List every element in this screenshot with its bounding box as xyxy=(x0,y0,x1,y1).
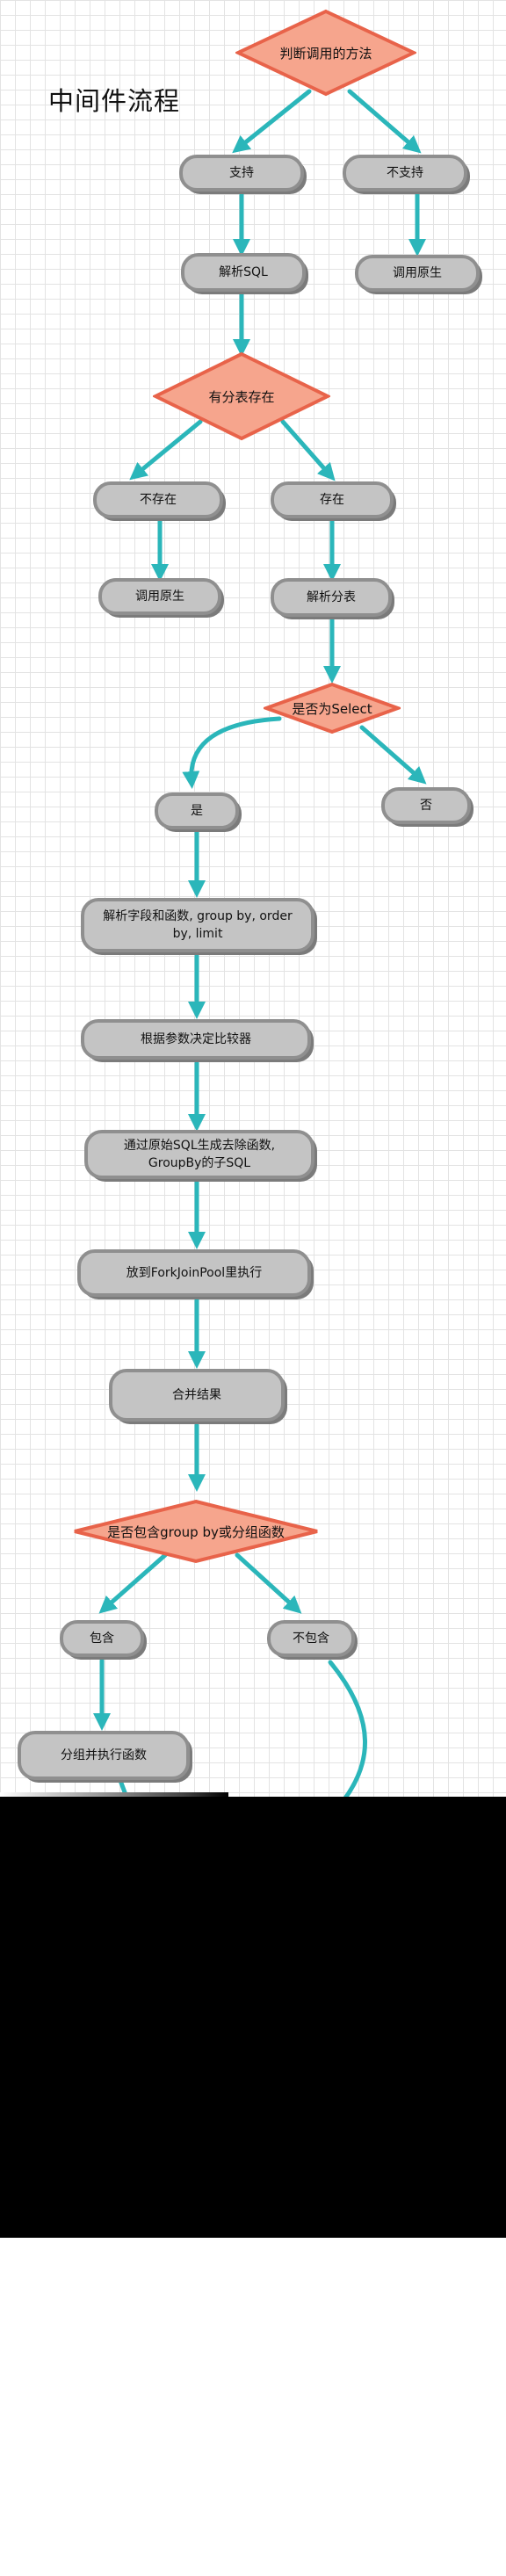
node-not-supported: 不支持 xyxy=(343,155,467,192)
decision-label: 是否包含group by或分组函数 xyxy=(107,1523,285,1540)
node-not-exists: 不存在 xyxy=(93,481,223,518)
decision-judge-method: 判断调用的方法 xyxy=(235,9,416,97)
arrow-select-to-no xyxy=(359,725,427,785)
blank-area xyxy=(0,2238,506,2576)
arrow-judge-to-supported xyxy=(232,89,312,154)
decision-label: 判断调用的方法 xyxy=(279,45,372,62)
node-parse-fields: 解析字段和函数, group by, order by, limit xyxy=(81,898,314,952)
arrow-sharding-to-not-exists xyxy=(129,419,203,481)
node-call-native-1: 调用原生 xyxy=(355,255,480,292)
node-exists: 存在 xyxy=(271,481,394,518)
arrow-judge-to-not-supported xyxy=(347,89,422,154)
redacted-area xyxy=(0,1797,506,2238)
arrow-select-to-yes xyxy=(182,716,282,789)
node-merge: 合并结果 xyxy=(109,1369,285,1422)
decision-is-select: 是否为Select xyxy=(264,682,401,734)
arrow-not-contains-down xyxy=(328,1660,367,1802)
node-call-native-2: 调用原生 xyxy=(98,578,221,615)
node-forkjoin: 放到ForkJoinPool里执行 xyxy=(77,1249,311,1297)
arrow-group-to-not-contains xyxy=(235,1552,302,1614)
fade-edge xyxy=(0,1792,228,1799)
node-parse-sql: 解析SQL xyxy=(181,253,306,292)
diamond-shape xyxy=(74,1499,318,1564)
arrow-group-to-contains xyxy=(98,1552,168,1614)
node-contains: 包含 xyxy=(60,1620,144,1657)
decision-has-group: 是否包含group by或分组函数 xyxy=(72,1499,320,1564)
node-gen-subsql: 通过原始SQL生成去除函数, GroupBy的子SQL xyxy=(84,1130,314,1179)
page-title: 中间件流程 xyxy=(48,86,181,116)
decision-label: 有分表存在 xyxy=(208,388,275,405)
diamond-shape xyxy=(235,9,416,97)
node-group-exec: 分组并执行函数 xyxy=(18,1731,190,1780)
diamond-shape xyxy=(153,351,330,441)
decision-label: 是否为Select xyxy=(292,700,372,717)
diamond-shape xyxy=(264,682,401,734)
node-parse-shards: 解析分表 xyxy=(271,578,392,617)
arrow-sharding-to-exists xyxy=(280,419,336,481)
node-decide-comparator: 根据参数决定比较器 xyxy=(81,1019,311,1060)
node-no: 否 xyxy=(381,787,471,824)
decision-has-sharding: 有分表存在 xyxy=(153,351,330,441)
node-not-contains: 不包含 xyxy=(267,1620,355,1657)
node-supported: 支持 xyxy=(179,155,304,192)
node-yes: 是 xyxy=(155,792,239,829)
